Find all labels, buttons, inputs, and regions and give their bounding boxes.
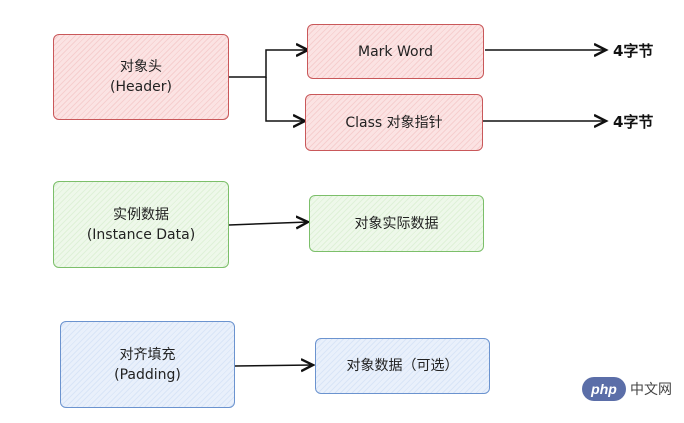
instance-detail-box: 对象实际数据 [309, 195, 484, 252]
class-pointer-box: Class 对象指针 [305, 94, 483, 151]
watermark-text: 中文网 [630, 382, 672, 398]
header-box: 对象头 (Header) [53, 34, 229, 120]
mark-word-box: Mark Word [307, 24, 484, 79]
arrow-instance-to-detail [228, 222, 308, 225]
instance-data-subtitle: (Instance Data) [86, 226, 196, 243]
mark-word-size: 4字节 [613, 42, 654, 60]
arrow-header-to-class-pointer [265, 77, 305, 121]
padding-box-title: 对齐填充 [119, 346, 176, 363]
php-logo-icon: php [582, 377, 626, 401]
header-box-subtitle: (Header) [110, 79, 172, 95]
arrow-padding-to-detail [234, 365, 313, 366]
padding-box: 对齐填充 (Padding) [60, 321, 235, 408]
header-box-title: 对象头 [120, 59, 162, 75]
padding-detail-box: 对象数据（可选） [315, 338, 490, 394]
padding-box-subtitle: (Padding) [114, 366, 181, 383]
php-cn-watermark: php 中文网 [582, 372, 682, 406]
mark-word-label: Mark Word [358, 43, 433, 60]
arrow-header-to-mark-word [229, 50, 308, 78]
class-pointer-label: Class 对象指针 [345, 114, 443, 131]
instance-data-box: 实例数据 (Instance Data) [53, 181, 229, 268]
instance-detail-label: 对象实际数据 [354, 215, 439, 232]
padding-detail-label: 对象数据（可选） [346, 358, 459, 374]
class-pointer-size: 4字节 [613, 113, 654, 131]
instance-data-title: 实例数据 [113, 206, 169, 223]
